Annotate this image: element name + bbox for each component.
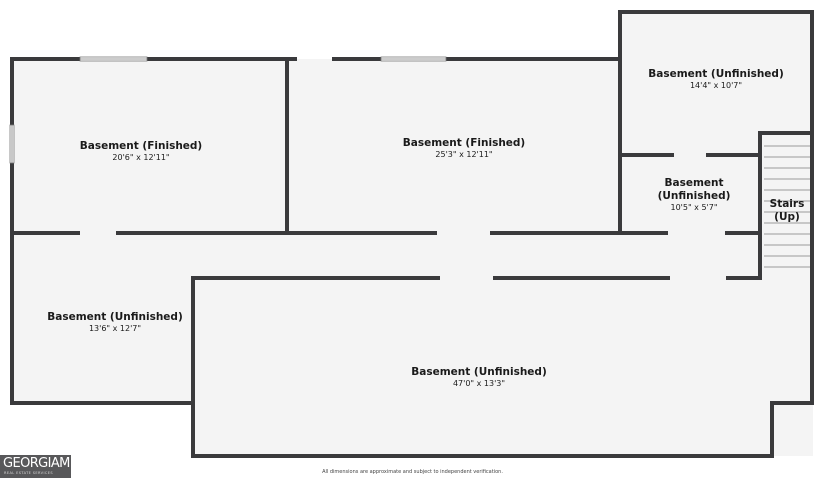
logo-subtext: REAL ESTATE SERVICES [4, 471, 53, 475]
room-label: Basement (Finished) [80, 140, 202, 152]
stairs-label-line-2: (Up) [774, 211, 800, 223]
georgiamls-logo: GEORGIAMLS REAL ESTATE SERVICES [0, 455, 85, 478]
room-label-line-2: (Unfinished) [658, 190, 731, 202]
room-dimensions: 47'0" x 13'3" [453, 379, 505, 388]
room-dimensions: 20'6" x 12'11" [112, 153, 169, 162]
walls [10, 10, 814, 458]
room-label: Basement (Unfinished) [411, 366, 547, 378]
room-label: Basement (Finished) [403, 137, 525, 149]
stairs-wall [758, 131, 814, 280]
room-dimensions: 25'3" x 12'11" [435, 150, 492, 159]
room-label: Basement (Unfinished) [47, 311, 183, 323]
logo-text: GEORGIAMLS [3, 456, 85, 471]
exterior-wall-left [10, 57, 82, 405]
room-labels: Basement (Finished) 20'6" x 12'11" Basem… [47, 68, 804, 388]
room-dimensions: 10'5" x 5'7" [670, 203, 717, 212]
windows [9, 56, 447, 164]
stairs-treads [764, 145, 811, 268]
interior-wall-lower [191, 276, 440, 405]
disclaimer-text: All dimensions are approximate and subje… [322, 469, 503, 475]
exterior-wall-bottom [10, 401, 814, 458]
window-left [9, 124, 15, 164]
room-dimensions: 14'4" x 10'7" [690, 81, 742, 90]
window-top-right [380, 56, 447, 62]
window-top-left [79, 56, 148, 62]
room-dimensions: 13'6" x 12'7" [89, 324, 141, 333]
room-label-line-1: Basement [664, 177, 723, 189]
exterior-wall-top-3 [444, 10, 814, 405]
room-label: Basement (Unfinished) [648, 68, 784, 80]
stairs-label-line-1: Stairs [770, 198, 805, 210]
